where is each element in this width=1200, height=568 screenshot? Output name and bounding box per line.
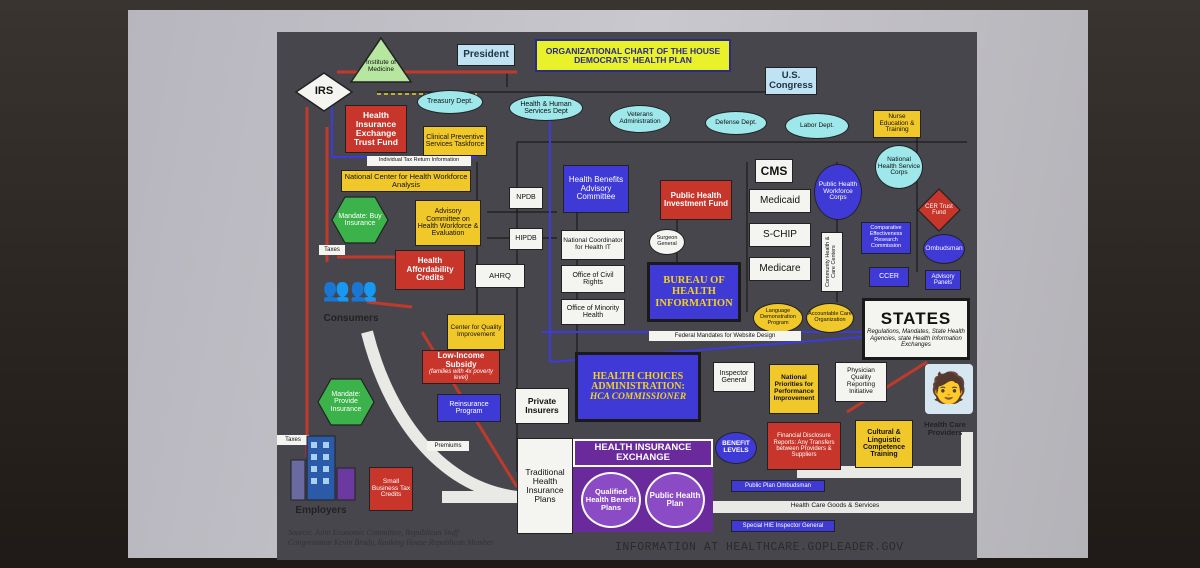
ig-box: Inspector General [713, 362, 755, 392]
states-box: STATES Regulations, Mandates, State Heal… [862, 298, 970, 360]
omh-box: Office of Minority Health [561, 299, 625, 325]
phwc-oval: Public Health Workforce Corps [814, 164, 862, 220]
irs-diamond-icon [295, 72, 353, 112]
mandate-provide-hexagon-icon [317, 378, 375, 426]
source-line-1: Source: Joint Economic Committee, Republ… [288, 528, 459, 537]
labor-oval: Labor Dept. [785, 113, 849, 139]
premiums-label: Premiums [427, 441, 469, 451]
aco-oval: Accountable Care Organization [806, 303, 854, 333]
npdb-box: NPDB [509, 187, 543, 209]
fdr-box: Financial Disclosure Reports: Any Transf… [767, 422, 841, 470]
footer-url: INFORMATION AT HEALTHCARE.GOPLEADER.GOV [615, 541, 904, 554]
benefit-levels-oval: BENEFIT LEVELS [715, 432, 757, 464]
nurse-box: Nurse Education & Training [873, 110, 921, 138]
consumers-label: Consumers [323, 312, 379, 324]
ccer-box: CCER [869, 267, 909, 287]
employers-label: Employers [295, 504, 347, 516]
lis-box: Low-Income Subsidy (families with 4x pov… [422, 350, 500, 384]
va-oval: Veterans Administration [609, 105, 671, 133]
president-box: President [457, 44, 515, 66]
taxes-label-2: Taxes [277, 435, 309, 445]
consumers-people-icon: 👥👥 [322, 277, 378, 303]
qhbp-oval: Qualified Health Benefit Plans [581, 472, 641, 528]
cer-label: CER Trust Fund [925, 203, 953, 216]
taxes-label-1: Taxes [319, 245, 345, 255]
tax-info-label: Individual Tax Return Information [367, 156, 471, 166]
shie-box: Special HIE Inspector General [731, 520, 835, 532]
treasury-oval: Treasury Dept. [417, 90, 483, 114]
source-note: Source: Joint Economic Committee, Republ… [288, 528, 494, 548]
cerc-box: Comparative Effectiveness Research Commi… [861, 222, 911, 254]
advisory-panels-box: Advisory Panels [925, 270, 961, 290]
ahrq-box: AHRQ [475, 264, 525, 288]
ldp-oval: Language Demonstration Program [753, 303, 803, 333]
cms-box: CMS [755, 159, 793, 183]
iom-label: Institute of Medicine [366, 59, 396, 73]
nhsc-oval: National Health Service Corps [875, 145, 923, 189]
ncoord-box: National Coordinator for Health IT [561, 230, 625, 260]
surgeon-general-oval: Surgeon General [649, 229, 685, 255]
congress-box: U.S. Congress [765, 67, 817, 95]
hhs-oval: Health & Human Services Dept [509, 95, 583, 121]
cqi-box: Center for Quality Improvement [447, 314, 505, 350]
medicaid-box: Medicaid [749, 189, 811, 213]
hipdb-box: HIPDB [509, 228, 543, 250]
reinsurance-box: Reinsurance Program [437, 394, 501, 422]
traditional-plans-box: Traditional Health Insurance Plans [517, 438, 573, 534]
hca-title: HEALTH CHOICES ADMINISTRATION: [591, 370, 685, 393]
hca-subtitle: HCA COMMISSIONER [589, 391, 687, 402]
clinical-box: Clinical Preventive Services Taskforce [423, 126, 487, 156]
ocr-box: Office of Civil Rights [561, 265, 625, 293]
pqri-box: Physician Quality Reporting Initiative [835, 362, 887, 402]
employers-building-icon [290, 435, 356, 501]
chcc-box: Community Health & Care Centers [821, 232, 843, 292]
states-title: STATES [880, 308, 952, 328]
ncwa-box: National Center for Health Workforce Ana… [341, 170, 471, 192]
mandate-buy-hexagon-icon [331, 196, 389, 244]
medicare-box: Medicare [749, 257, 811, 281]
providers-label: Health Care Providers [924, 420, 966, 437]
states-subtitle: Regulations, Mandates, State Health Agen… [867, 329, 965, 349]
cultural-box: Cultural & Linguistic Competence Trainin… [855, 420, 913, 468]
sbtc-box: Small Business Tax Credits [369, 467, 413, 511]
lis-subtitle: (families with 4x poverty level) [428, 369, 494, 382]
ppo-box: Public Plan Ombudsman [731, 480, 825, 492]
bhi-box: BUREAU OF HEALTH INFORMATION [647, 262, 741, 322]
irs-label: IRS [314, 85, 334, 98]
haff-box: Health Affordability Credits [395, 250, 465, 290]
defense-oval: Defense Dept. [705, 111, 767, 135]
mandate-provide-label: Mandate: Provide Insurance [330, 390, 362, 413]
schip-box: S-CHIP [749, 223, 811, 247]
lis-title: Low-Income Subsidy [437, 351, 485, 369]
org-chart: ORGANIZATIONAL CHART OF THE HOUSE DEMOCR… [277, 32, 977, 560]
iom-triangle-icon [349, 36, 413, 83]
source-line-2: Congressman Kevin Brady, Ranking House R… [288, 538, 494, 547]
chart-title: ORGANIZATIONAL CHART OF THE HOUSE DEMOCR… [535, 39, 731, 72]
php-oval: Public Health Plan [645, 472, 705, 528]
fed-mandates-label: Federal Mandates for Website Design [649, 331, 801, 341]
ombudsman-oval: Ombudsman [923, 234, 965, 264]
hca-box: HEALTH CHOICES ADMINISTRATION: HCA COMMI… [575, 352, 701, 422]
private-insurers-box: Private Insurers [515, 388, 569, 424]
nppi-box: National Priorities for Performance Impr… [769, 364, 819, 414]
trust-fund-box: Health Insurance Exchange Trust Fund [345, 105, 407, 153]
phif-box: Public Health Investment Fund [660, 180, 732, 220]
cer-diamond-icon [917, 188, 961, 232]
hcgs-label: Health Care Goods & Services [790, 501, 880, 509]
hie-header: HEALTH INSURANCE EXCHANGE [573, 439, 713, 467]
hbac-box: Health Benefits Advisory Committee [563, 165, 629, 213]
advisory-committee-box: Advisory Committee on Health Workforce &… [415, 200, 481, 246]
doctor-icon: 🧑 [925, 364, 973, 414]
mandate-buy-label: Mandate: Buy Insurance [338, 212, 382, 227]
